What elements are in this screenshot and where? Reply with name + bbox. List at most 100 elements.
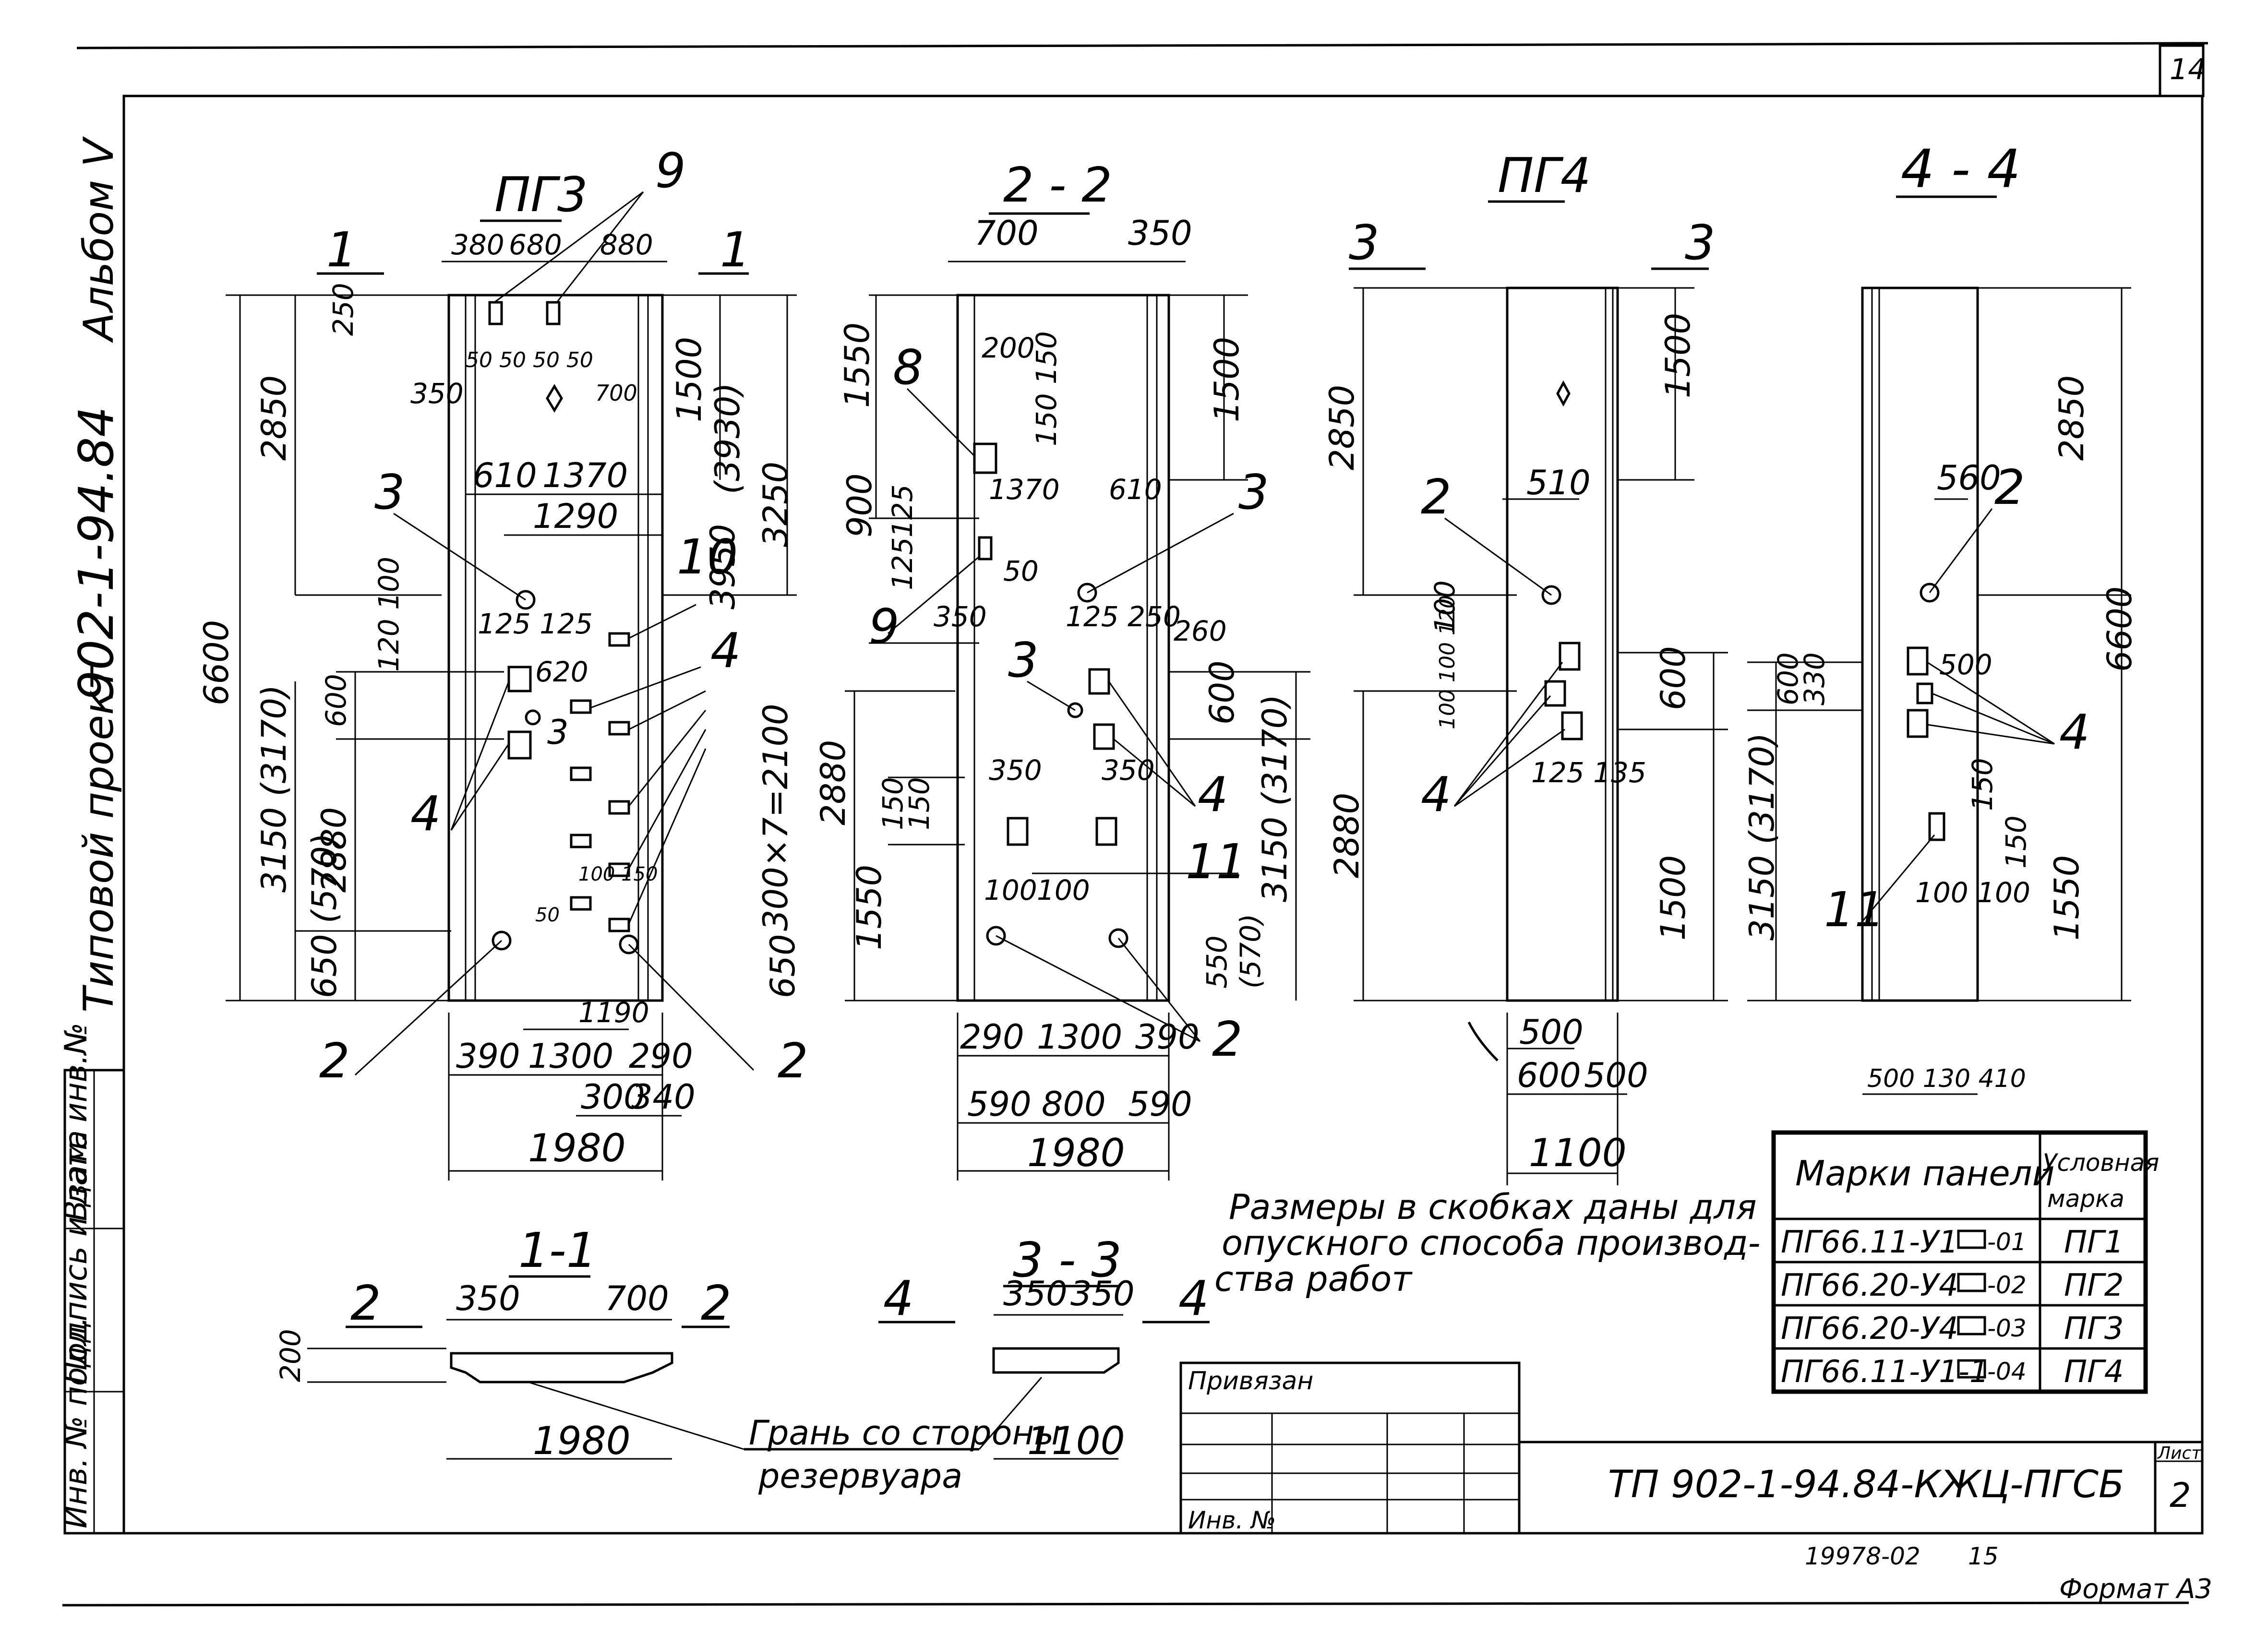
s44-title: 4 - 4	[1901, 138, 2021, 200]
pg3-dim-3950: 3950	[703, 524, 743, 609]
s44-dim-1-560: 560	[1937, 458, 2001, 498]
s22-dim-700: 700	[974, 214, 1039, 253]
view-section-3-3: 3 - 3 4 4 350 350 1100	[878, 1232, 1210, 1463]
pg4-dim-100-top: 100	[1428, 580, 1461, 633]
pg4-title: ПГ4	[1498, 147, 1591, 203]
s44-dim-2850: 2850	[2052, 375, 2091, 461]
pg3-callout-2-left: 2	[319, 1033, 350, 1089]
s22-callout-9: 9	[869, 598, 900, 655]
table-cell-code: ПГ1	[2064, 1225, 2124, 1260]
s22-dim-150-a: 150	[876, 777, 909, 830]
pg3-dim-390: 390	[456, 1037, 520, 1076]
s22-dim-350: 350	[934, 600, 987, 633]
stamp-vzam: Взам. инв.№	[59, 1023, 94, 1221]
pg3-dim-120-100: 120 100	[372, 557, 405, 672]
s11-dim-350: 350	[456, 1279, 520, 1318]
table-cell-mark: ПГ66.11-У1-1	[1781, 1354, 1989, 1390]
pg3-dim-height: 6600	[197, 620, 236, 705]
s22-dim-50: 50	[1003, 555, 1039, 587]
table-row: ПГ66.11-У1-1 -04 ПГ4	[1781, 1354, 2124, 1390]
note-line-3: ства работ	[1214, 1259, 1413, 1299]
view-section-2-2: 2 - 2 700 350 1550 900 125 125 2880 150 …	[814, 157, 1310, 1181]
pg3-dim-340: 340	[631, 1077, 696, 1117]
s22-dim-600: 600	[1202, 660, 1242, 725]
s22-dim-390: 390	[1135, 1017, 1200, 1057]
s11-mark-left: 2	[350, 1275, 381, 1331]
view-pg4: ПГ4 3 3 2850 2880 100 100 100 120 1500 6…	[1322, 147, 1728, 1185]
table-cell-suffix: -03	[1987, 1314, 2027, 1342]
table-cell-mark: ПГ66.20-У4	[1781, 1311, 1958, 1347]
pg3-dim-700: 700	[595, 380, 637, 406]
pg3-dim-50-group: 50 50 50 50	[466, 348, 593, 372]
table-header-conditional-2: марка	[2047, 1185, 2124, 1213]
pg4-dim-600-b: 600	[1517, 1056, 1581, 1095]
s22-dim-125-right: 125 250	[1066, 600, 1181, 633]
table-header-marks: Марки панели	[1795, 1153, 2055, 1193]
pg4-dim-500-a: 500	[1519, 1013, 1584, 1052]
page-number: 14	[2170, 53, 2206, 86]
sheet-label: Лист	[2157, 1443, 2202, 1463]
s22-dim-570: (570)	[1234, 914, 1267, 989]
pg3-title: ПГ3	[494, 167, 588, 223]
pg3-dim-50-left: 50	[535, 904, 560, 926]
pg3-dim-middle: 3150 (3170)	[254, 685, 294, 893]
note-line-1: Размеры в скобках даны для	[1229, 1187, 1757, 1227]
pg3-callout-4-right: 4	[710, 622, 741, 679]
pg3-dim-1500: 1500	[670, 337, 709, 422]
s22-dim-1550-top: 1550	[838, 322, 877, 408]
pg3-dim-125-125: 125 125	[478, 608, 593, 640]
pg4-dim-125-135: 125 135	[1531, 756, 1646, 789]
s44-dim-bottom: 500 130 410	[1867, 1064, 2026, 1093]
dimension-note: Размеры в скобках даны для опускного спо…	[1214, 1187, 1761, 1299]
s22-dim-550: 550	[1200, 935, 1233, 989]
s22-dim-800: 800	[1042, 1085, 1106, 1124]
s22-dim-100-b: 100	[1037, 874, 1090, 906]
pg3-callout-10: 10	[677, 529, 738, 585]
pg3-dim-1370: 1370	[542, 456, 628, 495]
archive-page: 15	[1968, 1542, 1999, 1570]
pg3-dim-3250: 3250	[756, 462, 795, 547]
s22-dim-900: 900	[840, 473, 879, 537]
pg3-callout-2-right: 2	[778, 1033, 808, 1089]
s44-dim-600: 600	[1772, 652, 1804, 705]
pg3-dim-380: 380	[451, 228, 504, 261]
note-line-2: опускного способа производ-	[1222, 1223, 1761, 1263]
s11-dim-1980: 1980	[533, 1419, 631, 1463]
pg3-dim-680: 680	[509, 228, 562, 261]
s22-callout-3-mid: 3	[1008, 632, 1039, 688]
pg3-dim-bottom: 650 (570)	[305, 833, 344, 998]
stamp-signature-date: Подпись и дата	[59, 1130, 94, 1384]
s22-callout-3-top: 3	[1238, 464, 1269, 520]
table-cell-suffix: -02	[1987, 1271, 2027, 1299]
pg3-dim-1300: 1300	[528, 1037, 613, 1076]
table-cell-code: ПГ3	[2064, 1311, 2124, 1347]
title-block: Привязан Инв. № ТП 902-1-94.84-КЖЦ-ПГСБ …	[1179, 1361, 2212, 1605]
title-block-inv-no: Инв. №	[1188, 1506, 1276, 1534]
s33-dim-1100: 1100	[1027, 1419, 1125, 1463]
title-block-attached: Привязан	[1188, 1367, 1313, 1396]
table-cell-mark: ПГ66.20-У4	[1781, 1268, 1958, 1303]
pg3-dim-650-right: 650	[763, 934, 803, 998]
pg3-dim-300x7: 300×7=2100	[756, 704, 795, 931]
reservoir-face-label-line2: резервуара	[758, 1456, 962, 1496]
s22-dim-125-a: 125	[886, 484, 919, 537]
s11-dim-700: 700	[605, 1279, 669, 1318]
sheet-frame	[122, 95, 2204, 1535]
archive-number: 19978-02	[1805, 1542, 1920, 1570]
s22-dim-1500: 1500	[1207, 337, 1247, 422]
s33-mark-right: 4	[1178, 1270, 1209, 1326]
s22-callout-4: 4	[1198, 766, 1228, 823]
pg4-dim-1500-bottom: 1500	[1654, 855, 1693, 941]
pg3-dim-lower: 2880	[314, 807, 354, 893]
pg3-callout-3: 3	[374, 464, 405, 520]
table-cell-code: ПГ4	[2064, 1354, 2124, 1390]
s22-dim-350-a: 350	[989, 754, 1042, 787]
pg4-section-mark-left: 3	[1349, 215, 1380, 271]
table-cell-suffix: -04	[1987, 1358, 2027, 1385]
panel-marks-table: Марки панели Условная марка ПГ66.11-У1 -…	[1771, 1130, 2159, 1394]
s11-mark-right: 2	[701, 1275, 732, 1331]
pg3-dim-100-150: 100 150	[578, 863, 658, 885]
side-title: Типовой проект 902-1-94.84 Альбом V	[68, 136, 124, 1013]
s44-dim-500: 500	[1939, 648, 1992, 681]
s33-title: 3 - 3	[1013, 1232, 1122, 1288]
